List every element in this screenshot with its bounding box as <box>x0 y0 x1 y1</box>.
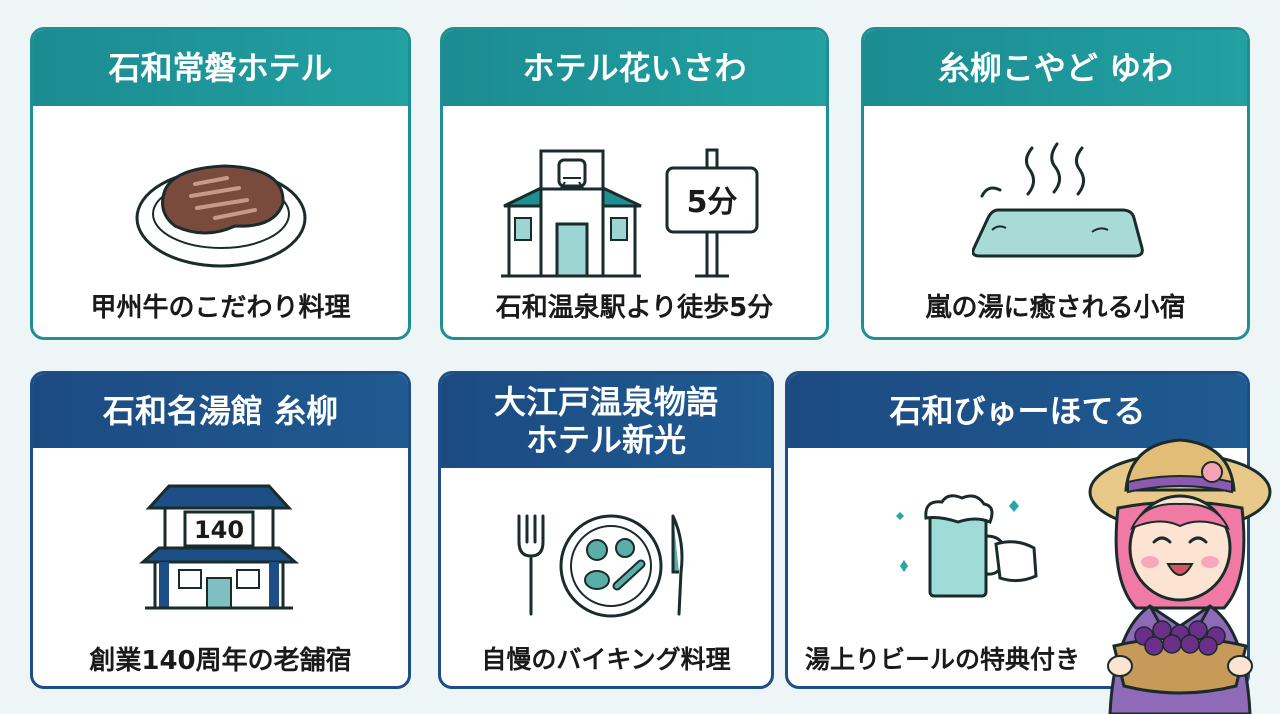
card-title-line1: 大江戸温泉物語 <box>493 382 718 421</box>
walk-time-sign: 5分 <box>687 185 738 220</box>
card-title-line2: ホテル新光 <box>525 421 686 459</box>
card-caption: 甲州牛のこだわり料理 <box>90 293 351 323</box>
steak-icon <box>135 148 310 268</box>
card-caption: 湯上りビールの特典付き <box>804 645 1080 674</box>
hot-spring-icon <box>972 140 1152 270</box>
card-hotel-hanaisawa[interactable]: ホテル花いさわ 5分 石和温泉駅より徒歩5分 <box>440 27 829 340</box>
card-title: 石和常磐ホテル <box>33 30 408 106</box>
station-icon: 5分 <box>501 148 771 278</box>
card-isawa-tokiwa-hotel[interactable]: 石和常磐ホテル 甲州牛のこだわり料理 <box>30 27 411 340</box>
card-caption: 創業140周年の老舗宿 <box>89 646 352 676</box>
card-title: 石和名湯館 糸柳 <box>33 374 408 448</box>
card-title: 石和びゅーほてる <box>788 374 1247 448</box>
card-title: 糸柳こやど ゆわ <box>864 30 1247 106</box>
card-title: ホテル花いさわ <box>443 30 826 106</box>
card-caption: 石和温泉駅より徒歩5分 <box>495 293 774 323</box>
anniversary-sign: 140 <box>194 516 244 544</box>
card-title: 大江戸温泉物語 ホテル新光 <box>441 374 771 468</box>
beer-mug-icon <box>886 492 1046 602</box>
card-oedo-onsen-hotel-shinko[interactable]: 大江戸温泉物語 ホテル新光 自慢のバイキング料理 <box>438 371 774 689</box>
card-caption: 自慢のバイキング料理 <box>481 645 731 674</box>
card-caption: 嵐の湯に癒される小宿 <box>925 293 1186 323</box>
buffet-plate-icon <box>513 512 703 620</box>
card-itoyanagi-koyado-yuwa[interactable]: 糸柳こやど ゆわ 嵐の湯に癒される小宿 <box>861 27 1250 340</box>
traditional-inn-icon: 140 <box>139 482 299 612</box>
card-isawa-meitokan-itoyanagi[interactable]: 石和名湯館 糸柳 140 創業140周年の老舗宿 <box>30 371 411 689</box>
mascot-girl-with-grapes <box>1080 430 1280 714</box>
